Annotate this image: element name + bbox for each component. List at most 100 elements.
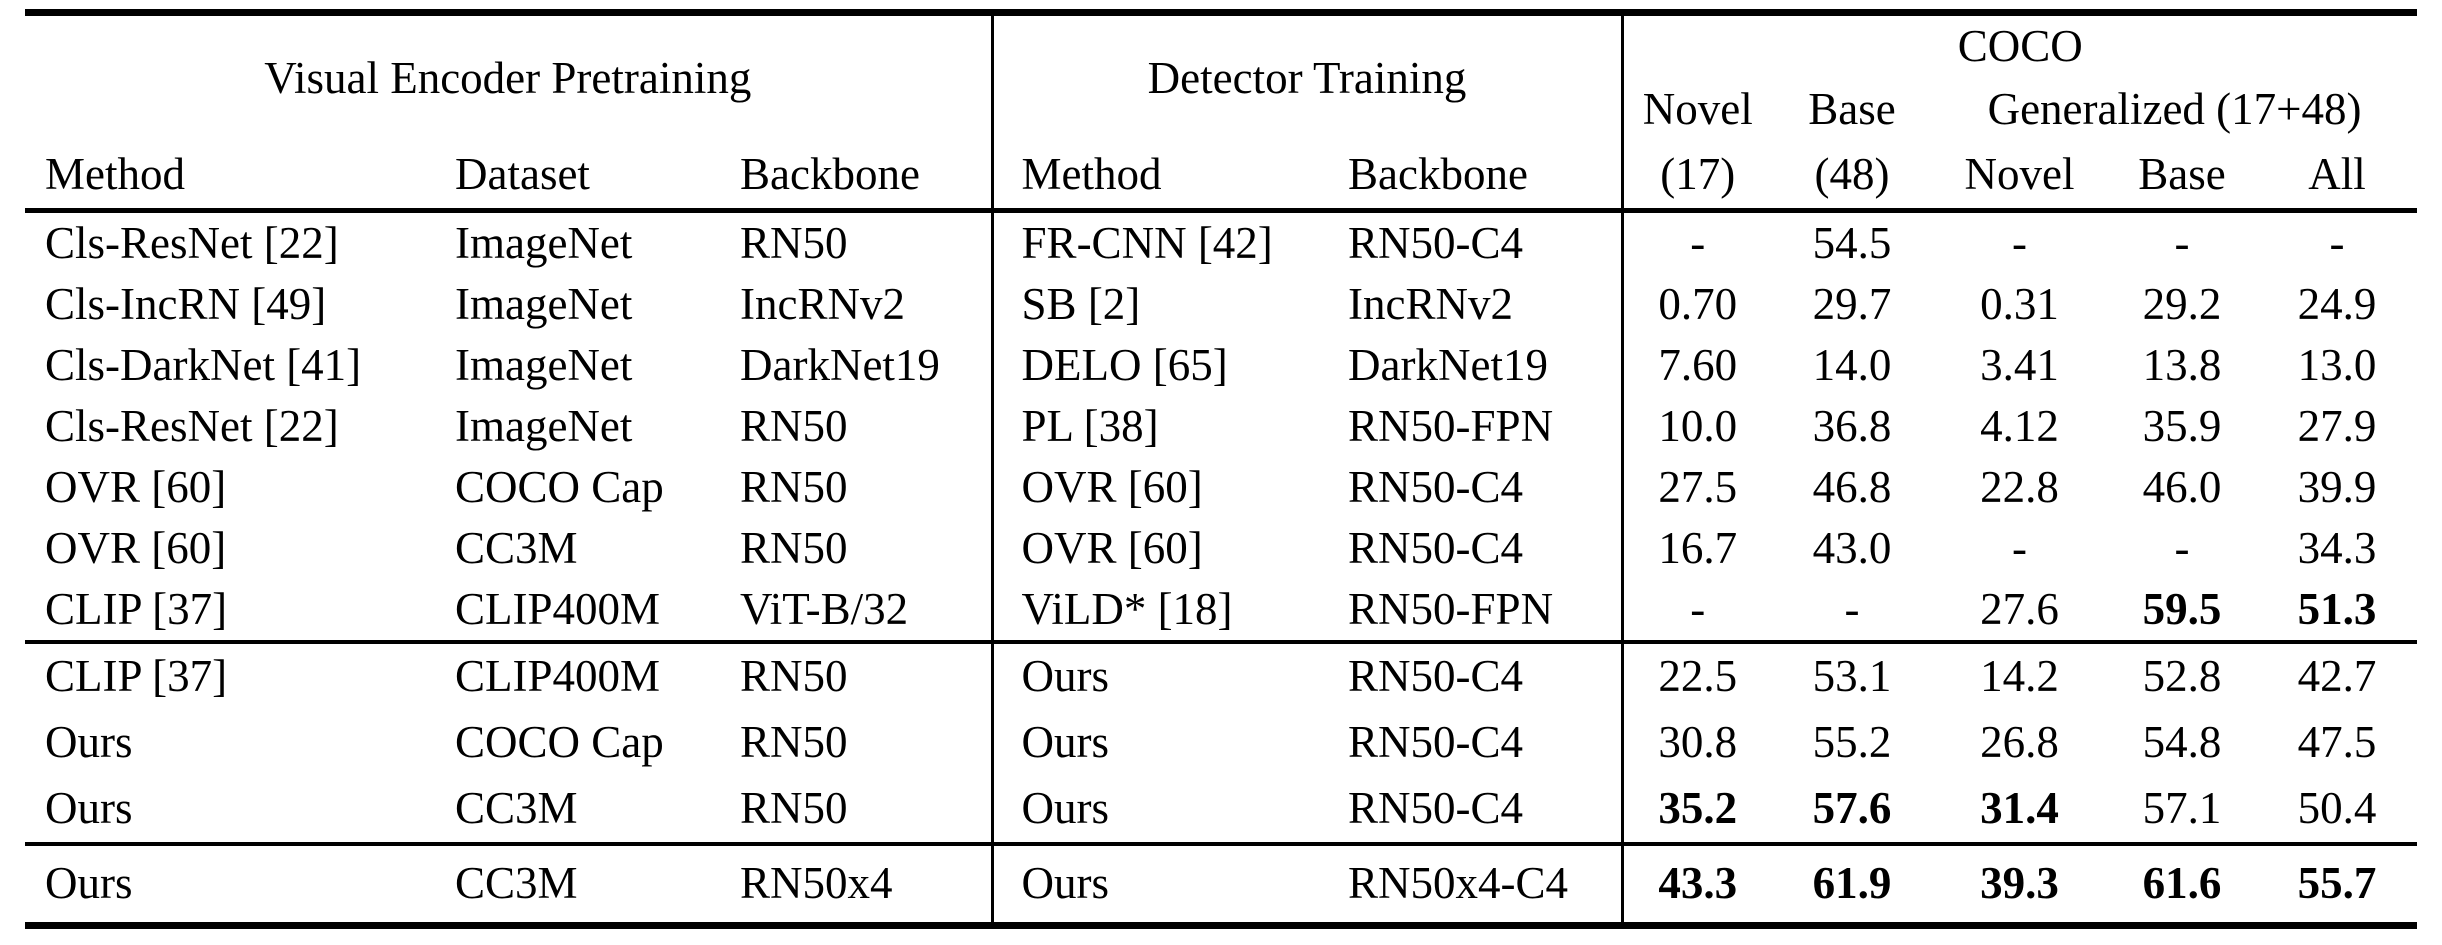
table-cell: 53.1 bbox=[1772, 640, 1933, 710]
table-cell: RN50-C4 bbox=[1348, 217, 1524, 268]
table-cell: - bbox=[2012, 522, 2028, 573]
table-cell: 0.31 bbox=[1980, 278, 2059, 329]
table-cell: 61.6 bbox=[2107, 842, 2258, 926]
table-cell: 4.12 bbox=[1980, 400, 2059, 451]
column-header-dt-backbone: Backbone bbox=[1348, 142, 1623, 213]
table-cell: 35.2 bbox=[1620, 776, 1773, 844]
table-cell: Ours bbox=[990, 640, 1349, 710]
table-cell: CLIP400M bbox=[455, 640, 740, 710]
table-cell: ImageNet bbox=[455, 217, 633, 268]
table-cell: 26.8 bbox=[1980, 717, 2059, 768]
table-cell: PL [38] bbox=[990, 396, 1349, 457]
header-group-row: Visual Encoder Pretraining Detector Trai… bbox=[25, 12, 2418, 142]
group-title-detector-training: Detector Training bbox=[990, 12, 1623, 142]
table-cell: 10.0 bbox=[1620, 396, 1773, 457]
table-cell: Cls-ResNet [22] bbox=[45, 217, 339, 268]
table-cell: 35.9 bbox=[2142, 400, 2222, 451]
table-cell: COCO Cap bbox=[455, 717, 664, 768]
table-cell: - bbox=[2174, 522, 2190, 573]
table-cell: CLIP [37] bbox=[25, 640, 455, 710]
table-cell: 29.2 bbox=[2142, 278, 2222, 329]
table-cell: 7.60 bbox=[1620, 335, 1773, 396]
table-cell: RN50 bbox=[740, 400, 848, 451]
group-title-visual-encoder-pretraining: Visual Encoder Pretraining bbox=[264, 53, 752, 104]
table-cell: 34.3 bbox=[2297, 522, 2377, 573]
table-cell: Ours bbox=[990, 776, 1349, 844]
table-cell: Ours bbox=[25, 842, 455, 926]
table-cell: 43.3 bbox=[1620, 842, 1773, 926]
column-header-novel-17: (17) bbox=[1620, 142, 1773, 213]
table-cell: 59.5 bbox=[2142, 583, 2222, 634]
table-cell: OVR [60] bbox=[45, 461, 227, 512]
table-cell: 36.8 bbox=[1812, 400, 1892, 451]
table-cell: RN50-C4 bbox=[1348, 461, 1524, 512]
table-cell: COCO Cap bbox=[455, 461, 664, 512]
table-cell: 14.0 bbox=[1812, 339, 1892, 390]
table-cell: CC3M bbox=[455, 522, 578, 573]
column-header-vep-backbone: Backbone bbox=[740, 142, 993, 213]
table-cell: OVR [60] bbox=[990, 457, 1349, 518]
table-cell: 54.8 bbox=[2142, 717, 2222, 768]
table-cell: 39.3 bbox=[1932, 842, 2108, 926]
table-cell: FR-CNN [42] bbox=[990, 210, 1349, 274]
table-cell: 22.5 bbox=[1620, 640, 1773, 710]
group-title-coco: COCO bbox=[1620, 12, 2418, 78]
table-cell: CC3M bbox=[455, 842, 740, 926]
table-cell: SB [2] bbox=[990, 274, 1349, 335]
table-cell: 3.41 bbox=[1980, 339, 2059, 390]
table-cell: - bbox=[1620, 579, 1773, 642]
table-cell: Ours bbox=[45, 783, 133, 834]
table-cell: ImageNet bbox=[455, 339, 633, 390]
table-cell: RN50 bbox=[740, 522, 848, 573]
table-cell: ViT-B/32 bbox=[740, 583, 909, 634]
table-cell: OVR [60] bbox=[990, 518, 1349, 579]
table-cell: DarkNet19 bbox=[1348, 339, 1548, 390]
table-cell: Ours bbox=[990, 842, 1349, 926]
table-cell: 54.5 bbox=[1812, 217, 1892, 268]
table-cell: - bbox=[1620, 210, 1773, 274]
table-cell: 43.0 bbox=[1812, 522, 1892, 573]
table-cell: IncRNv2 bbox=[1348, 278, 1514, 329]
table-cell: 0.70 bbox=[1620, 274, 1773, 335]
table-cell: 47.5 bbox=[2297, 717, 2377, 768]
table-cell: 39.9 bbox=[2297, 461, 2377, 512]
table-cell: RN50-C4 bbox=[1348, 717, 1524, 768]
table-cell: RN50-C4 bbox=[1348, 783, 1524, 834]
table-cell: 14.2 bbox=[1932, 640, 2108, 710]
table-cell: ImageNet bbox=[455, 278, 633, 329]
column-header-gen-novel: Novel bbox=[1932, 142, 2108, 213]
table-cell: RN50-FPN bbox=[1348, 400, 1554, 451]
column-header-gen-base: Base bbox=[2107, 142, 2258, 213]
table-cell: 27.9 bbox=[2297, 400, 2377, 451]
column-header-dt-method: Method bbox=[990, 142, 1349, 213]
coco-novel-subheader: Novel bbox=[1620, 78, 1773, 142]
table-cell: 13.8 bbox=[2142, 339, 2222, 390]
table-cell: 27.6 bbox=[1980, 583, 2059, 634]
table-cell: Cls-IncRN [49] bbox=[45, 278, 327, 329]
table-cell: 13.0 bbox=[2297, 339, 2377, 390]
table-cell: 16.7 bbox=[1620, 518, 1773, 579]
table-cell: RN50 bbox=[740, 640, 993, 710]
table-cell: 61.9 bbox=[1772, 842, 1933, 926]
table-cell: RN50 bbox=[740, 717, 848, 768]
table-cell: Ours bbox=[990, 710, 1349, 776]
table-cell: 55.7 bbox=[2257, 842, 2418, 926]
table-cell: DarkNet19 bbox=[740, 339, 940, 390]
table-cell: RN50 bbox=[740, 217, 848, 268]
column-header-gen-all: All bbox=[2257, 142, 2418, 213]
table-cell: 22.8 bbox=[1980, 461, 2059, 512]
table-cell: 27.5 bbox=[1620, 457, 1773, 518]
table-cell: CLIP [37] bbox=[45, 583, 228, 634]
table-cell: CC3M bbox=[455, 783, 578, 834]
table-cell: 30.8 bbox=[1620, 710, 1773, 776]
